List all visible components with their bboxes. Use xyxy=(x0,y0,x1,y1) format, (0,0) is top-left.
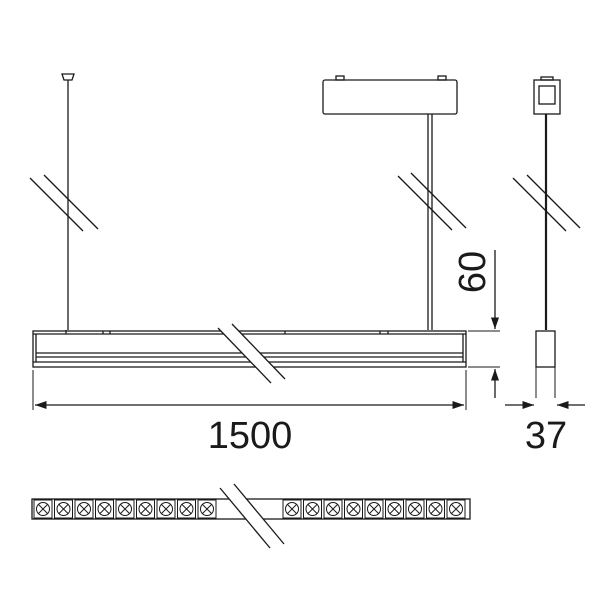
break-mark-body xyxy=(217,323,286,384)
led-cell-icon xyxy=(54,499,73,519)
led-cell-icon xyxy=(33,499,53,519)
led-cell-icon xyxy=(197,499,217,519)
led-cell-icon xyxy=(323,499,343,519)
led-cell-icon xyxy=(177,499,196,519)
led-cell-icon xyxy=(364,499,384,519)
ceiling-canopy xyxy=(322,75,458,115)
width-dimension-label: 37 xyxy=(525,415,567,457)
height-dimension-label: 60 xyxy=(452,251,494,293)
ceiling-hook-icon xyxy=(61,73,75,81)
height-dimension-line xyxy=(468,250,500,398)
led-group-right xyxy=(282,499,466,519)
led-cell-icon xyxy=(303,499,322,519)
break-mark-side-cable xyxy=(512,174,581,232)
side-view-canopy xyxy=(533,76,561,115)
side-view-body xyxy=(535,330,556,398)
length-dimension-line xyxy=(32,370,467,410)
led-cell-icon xyxy=(282,499,302,519)
break-mark-left-cable xyxy=(29,174,99,232)
led-cell-icon xyxy=(115,499,135,519)
led-cell-icon xyxy=(426,499,445,519)
led-group-left xyxy=(33,499,217,519)
break-mark-right-cable xyxy=(397,172,467,231)
led-cell-icon xyxy=(156,499,176,519)
led-cell-icon xyxy=(344,499,363,519)
led-cell-icon xyxy=(405,499,425,519)
length-dimension-label: 1500 xyxy=(208,415,293,457)
led-cell-icon xyxy=(95,499,114,519)
right-suspension-cable xyxy=(427,114,433,330)
led-cell-icon xyxy=(136,499,155,519)
led-cell-icon xyxy=(446,499,466,519)
break-mark-led-strip xyxy=(219,483,285,549)
led-cell-icon xyxy=(74,499,94,519)
led-cell-icon xyxy=(385,499,404,519)
